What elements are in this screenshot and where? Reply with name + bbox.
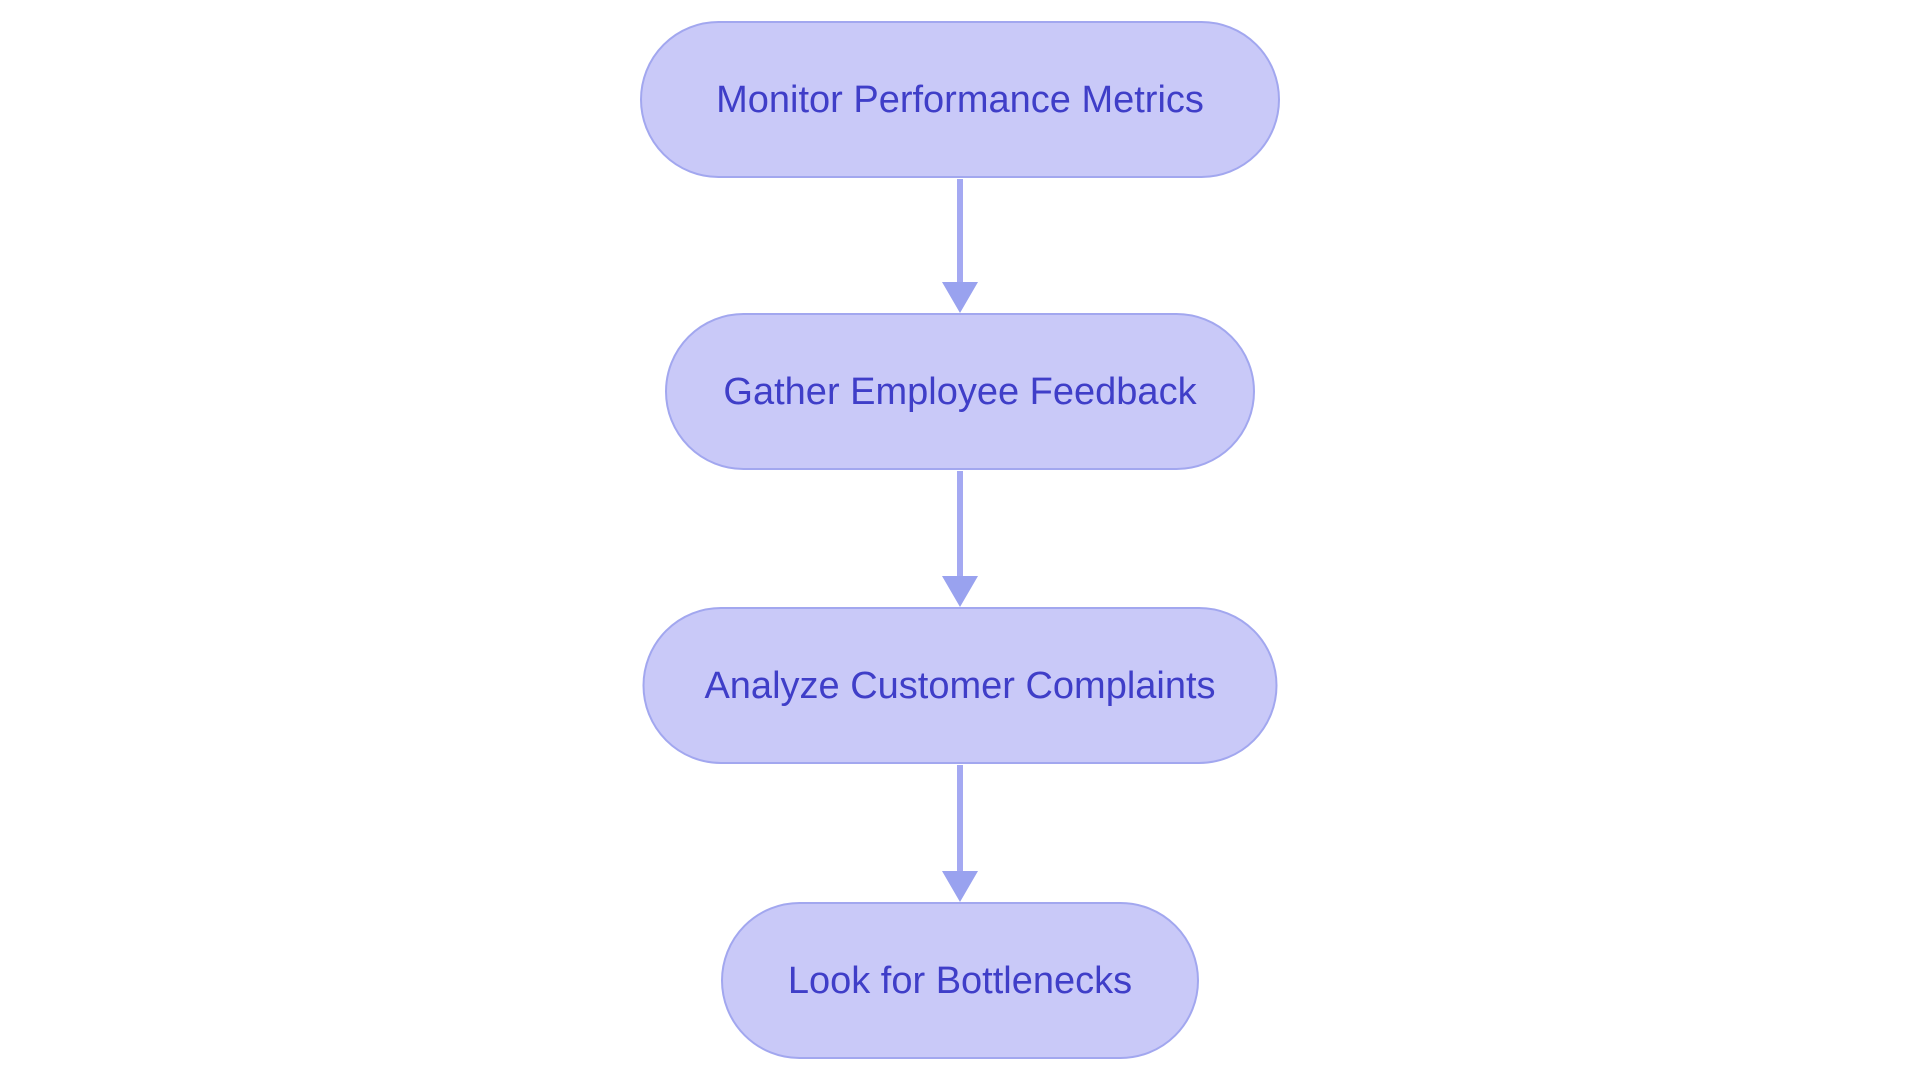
flow-edge-1 (942, 179, 978, 313)
flow-node-gather-employee-feedback: Gather Employee Feedback (665, 313, 1255, 470)
arrowhead-down-icon (942, 871, 978, 902)
flow-node-analyze-customer-complaints: Analyze Customer Complaints (642, 607, 1278, 764)
flow-node-label: Monitor Performance Metrics (716, 78, 1204, 121)
flow-node-label: Gather Employee Feedback (723, 370, 1197, 413)
edge-line (957, 765, 963, 871)
arrowhead-down-icon (942, 576, 978, 607)
edge-line (957, 471, 963, 576)
flow-edge-3 (942, 765, 978, 902)
edge-line (957, 179, 963, 282)
arrowhead-down-icon (942, 282, 978, 313)
flow-node-look-for-bottlenecks: Look for Bottlenecks (721, 902, 1199, 1059)
flow-edge-2 (942, 471, 978, 607)
flow-node-label: Analyze Customer Complaints (704, 664, 1216, 707)
flow-node-label: Look for Bottlenecks (787, 959, 1133, 1002)
flow-node-monitor-performance-metrics: Monitor Performance Metrics (640, 21, 1280, 178)
